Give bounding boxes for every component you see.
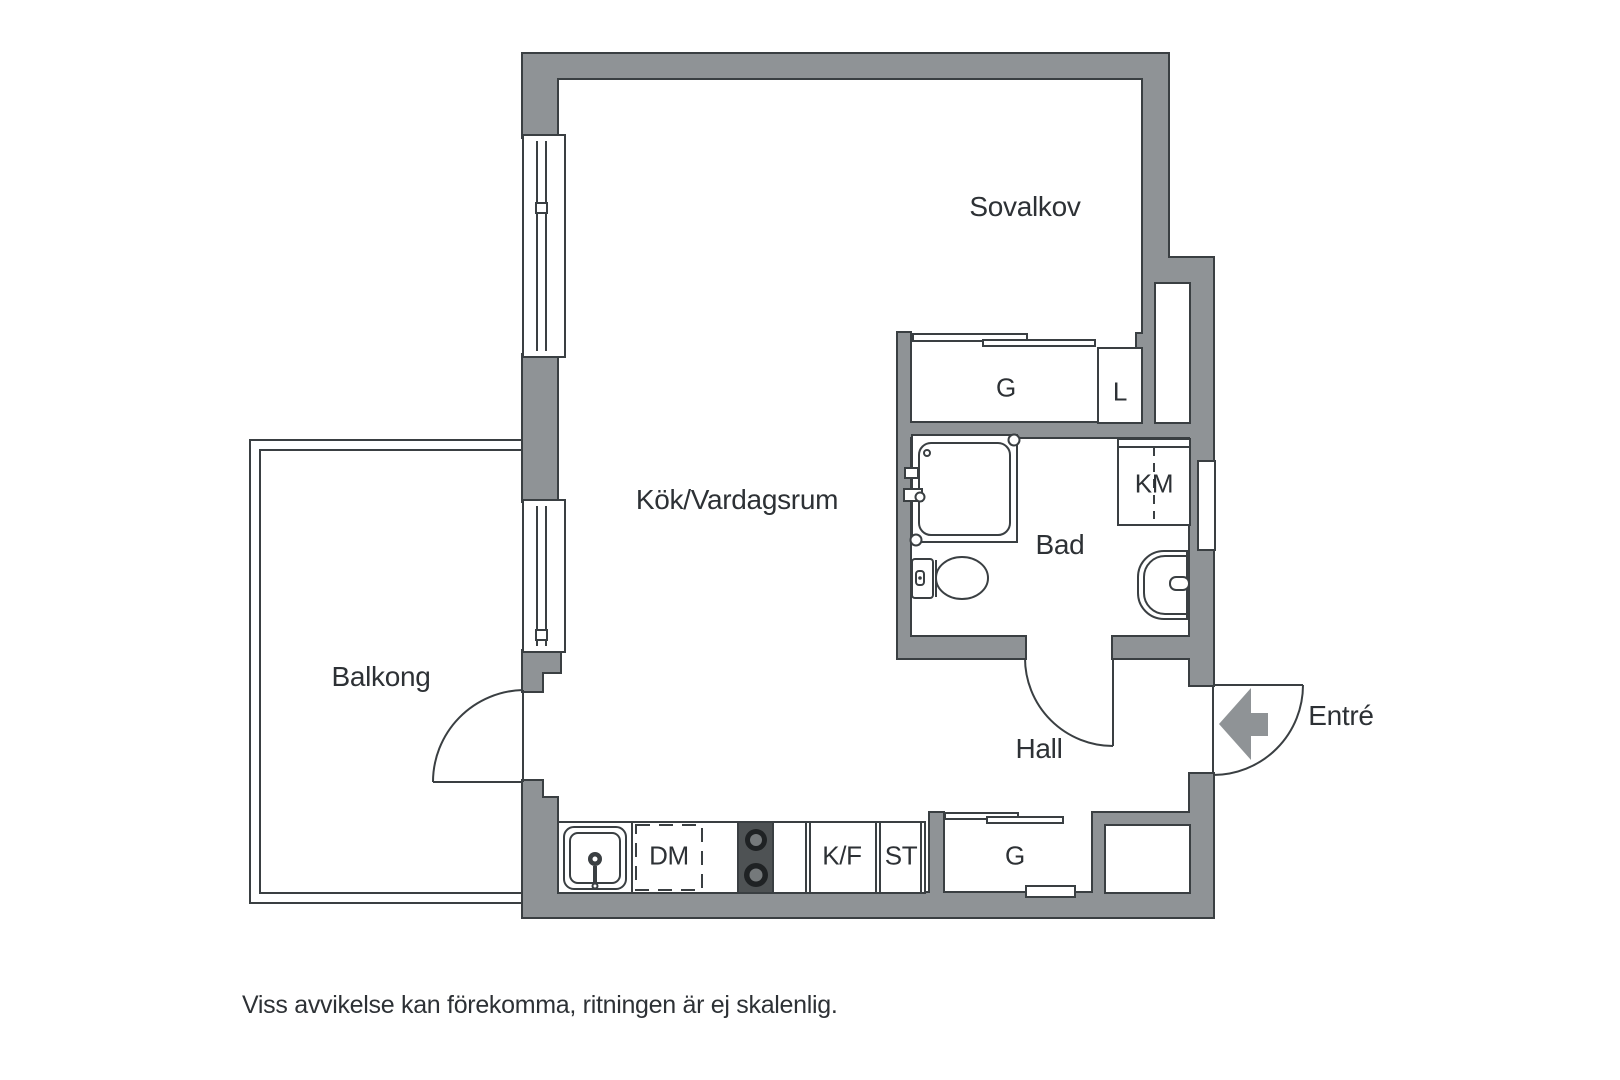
sink-tap-icon	[1169, 576, 1190, 591]
kitchen-sink	[563, 826, 627, 890]
window-transom	[535, 629, 548, 641]
hall-storage-box	[1104, 824, 1191, 894]
window-upper	[522, 134, 566, 358]
disclaimer-text: Viss avvikelse kan förekomma, ritningen …	[242, 991, 838, 1019]
bottom-wall-notch	[1025, 885, 1076, 898]
label-tall-cabinet: ST	[884, 840, 918, 871]
label-washing-machine: KM	[1134, 468, 1174, 499]
label-dishwasher: DM	[649, 840, 689, 871]
label-kitchen-living: Kök/Vardagsrum	[635, 484, 839, 515]
label-wardrobe-upper: G	[996, 372, 1016, 403]
bathroom-door	[1024, 657, 1114, 747]
balcony-railing	[249, 439, 523, 904]
label-hall: Hall	[1015, 733, 1063, 764]
label-sleeping-alcove: Sovalkov	[969, 191, 1081, 222]
balcony-door	[432, 689, 524, 783]
shower-spout-icon	[914, 491, 926, 503]
label-linen-closet: L	[1112, 376, 1128, 407]
dishwasher-box	[635, 824, 703, 891]
label-entrance: Entré	[1308, 700, 1374, 731]
window-transom	[535, 202, 548, 214]
label-balcony: Balkong	[331, 661, 431, 692]
label-fridge-freezer: K/F	[822, 840, 862, 871]
bathroom-sink	[1137, 550, 1190, 620]
walls-fill-layer	[523, 54, 1213, 917]
shower-hinge-icon	[909, 533, 923, 547]
window-lower	[522, 499, 566, 653]
entrance-door	[1212, 684, 1304, 776]
shaft-box	[1154, 282, 1191, 424]
label-bathroom: Bad	[1035, 529, 1085, 560]
shower-valve-icon	[904, 467, 919, 479]
toilet	[911, 556, 989, 600]
wardrobe-upper-sliding-doors	[912, 333, 1096, 347]
shower-hinge-icon	[1007, 433, 1021, 447]
linen-closet-box	[1097, 347, 1143, 424]
label-wardrobe-hall: G	[1005, 840, 1025, 871]
window-right-wall	[1197, 460, 1216, 551]
wardrobe-hall-sliding-doors	[944, 812, 1064, 824]
entrance-arrow-icon	[1219, 688, 1268, 760]
walls-outline-layer	[521, 52, 1215, 919]
shower-enclosure	[903, 433, 1021, 547]
stove	[737, 821, 774, 894]
washing-machine-box	[1117, 438, 1191, 526]
